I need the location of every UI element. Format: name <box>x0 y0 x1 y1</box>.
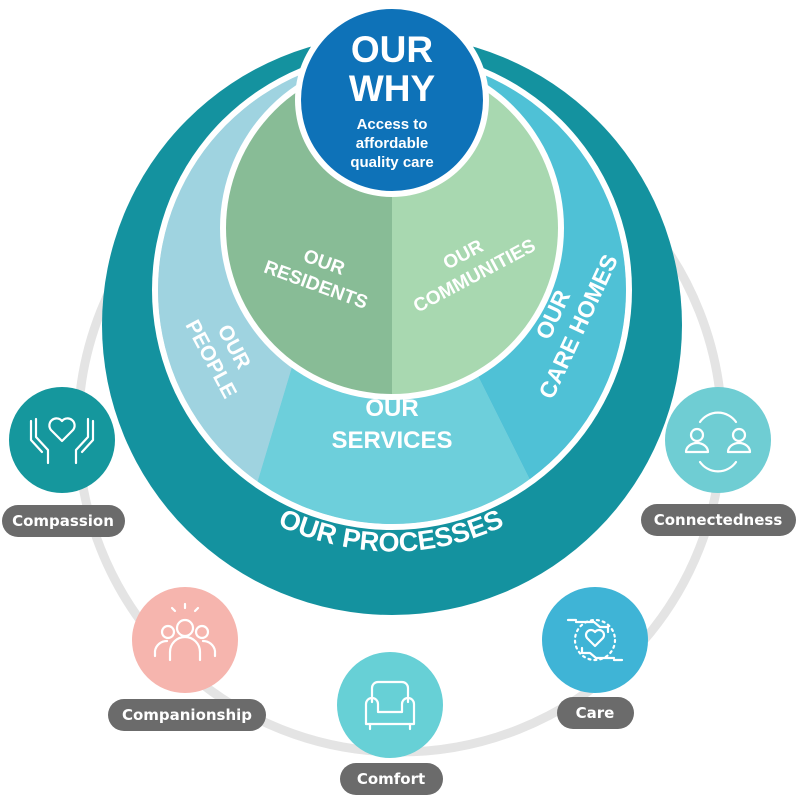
svg-text:Companionship: Companionship <box>122 706 252 724</box>
our-why-subtitle-2: affordable <box>356 135 429 152</box>
care-node <box>542 587 648 693</box>
connectedness-node <box>665 387 771 493</box>
connectedness-pill: Connectedness <box>641 504 796 536</box>
svg-text:Comfort: Comfort <box>357 770 425 788</box>
companionship-pill: Companionship <box>108 699 266 731</box>
comfort-node <box>337 652 443 758</box>
comfort-pill: Comfort <box>340 763 443 795</box>
svg-text:Connectedness: Connectedness <box>654 511 783 529</box>
our-why-subtitle-1: Access to <box>357 116 428 133</box>
armchair-icon <box>364 680 416 731</box>
care-pill: Care <box>557 697 634 729</box>
connected-people-icon <box>684 411 752 473</box>
compassion-node <box>9 387 115 493</box>
our-why-title-2: WHY <box>349 68 436 109</box>
group-people-icon <box>153 602 217 662</box>
compassion-pill: Compassion <box>2 505 125 537</box>
our-why-title-1: OUR <box>351 29 433 70</box>
heart-hands-icon <box>29 417 95 465</box>
companionship-node <box>132 587 238 693</box>
our-services-label-1: OUR <box>365 395 418 422</box>
caring-hands-icon <box>566 618 624 662</box>
our-why-subtitle-3: quality care <box>350 154 433 171</box>
our-services-label-2: SERVICES <box>332 427 453 454</box>
svg-text:Compassion: Compassion <box>12 512 114 530</box>
svg-text:Care: Care <box>576 704 615 722</box>
our-why-circle <box>301 9 483 191</box>
